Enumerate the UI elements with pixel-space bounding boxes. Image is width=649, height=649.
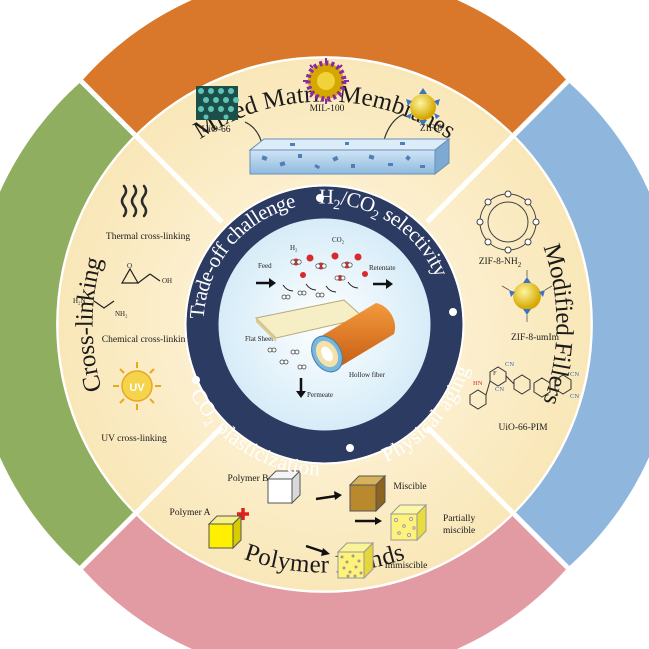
- segment-right-band: [514, 81, 649, 568]
- segment-top-band: [81, 0, 568, 135]
- label-uio66: UiO-66: [201, 125, 230, 135]
- svg-text:CN: CN: [495, 386, 504, 393]
- label-retentate: Retentate: [369, 264, 395, 272]
- center-schematic: Feed H₂ CO₂ Retentate Flat Sheet Hollow …: [218, 218, 431, 431]
- immiscible-cube-icon: [336, 541, 375, 580]
- label-zif8-umim: ZIF-8-umIm: [511, 333, 560, 343]
- label-immiscible: Immiscible: [385, 561, 428, 571]
- blend-arrows: [305, 491, 382, 556]
- label-chemical-crosslinking: Chemical cross-linking: [102, 335, 191, 345]
- svg-text:F: F: [493, 370, 497, 377]
- svg-text:CN: CN: [570, 393, 579, 400]
- polymer-b-cube-icon: [266, 469, 302, 505]
- epoxide-o-label: O: [127, 262, 132, 270]
- label-zif8: ZIF-8: [420, 124, 442, 134]
- label-zif8-nh2: ZIF-8-NH2: [479, 257, 522, 269]
- label-flat-sheet: Flat Sheet: [245, 335, 273, 343]
- polymer-blends-panel: Polymer B Polymer A Miscible: [170, 469, 475, 580]
- diamine-h2n-label: H₂N: [73, 297, 86, 305]
- quadrant-dividers: [134, 134, 515, 515]
- hollow-fiber-icon: [311, 303, 396, 373]
- arrow-zif8-to-membrane: [383, 113, 405, 141]
- label-thermal-crosslinking: Thermal cross-linking: [106, 232, 190, 242]
- uio66-crystal-icon: [196, 86, 239, 120]
- label-co2: CO₂: [332, 236, 345, 244]
- epoxide-molecule-icon: [120, 267, 161, 284]
- label-polymer-a: Polymer A: [170, 508, 211, 518]
- label-partially: Partially: [443, 514, 475, 524]
- thermal-waves-icon: [120, 184, 148, 218]
- diamine-molecule-icon: [93, 300, 115, 309]
- label-permeate: Permeate: [307, 391, 333, 399]
- polymer-a-cube-icon: [207, 514, 243, 550]
- miscible-cube-icon: [348, 474, 387, 513]
- flow-arrows: [256, 278, 393, 398]
- zif8-nh2-framework-icon: [476, 190, 540, 254]
- pim-annotations: CN CN F HN CN CN: [473, 361, 579, 400]
- plus-icon: [237, 508, 249, 520]
- uv-badge-label: UV: [129, 382, 145, 394]
- zif8-umim-particle-icon: [501, 270, 553, 322]
- modified-fillers-panel: ZIF-8-NH2 ZIF-8-umIm CN CN: [469, 190, 579, 433]
- mixed-matrix-panel: UiO-66 MIL-100 ZIF-8: [196, 58, 451, 176]
- label-miscible: Miscible: [393, 482, 426, 492]
- mil100-sphere-icon: [303, 58, 349, 104]
- cross-linking-panel: Thermal cross-linking O OH H₂N NH₂ Chemi…: [73, 184, 191, 444]
- ring-separator-dots: [192, 194, 457, 452]
- label-polymer-b: Polymer B: [228, 474, 269, 484]
- uio66-pim-molecule-icon: [469, 366, 572, 410]
- segment-bottom-band: [81, 514, 568, 649]
- label-h2: H₂: [290, 244, 298, 252]
- uv-sun-icon: UV: [113, 362, 161, 410]
- membrane-slab-icon: [248, 137, 451, 176]
- svg-text:HN: HN: [473, 380, 483, 387]
- label-uv-crosslinking: UV cross-linking: [101, 434, 167, 444]
- label-hollow-fiber: Hollow fiber: [349, 371, 386, 379]
- label-uio66-pim: UiO-66-PIM: [498, 423, 548, 433]
- segment-left-band: [0, 81, 135, 568]
- diamine-nh2-label: NH₂: [115, 310, 128, 318]
- label-feed: Feed: [258, 262, 272, 270]
- label-partially-miscible: miscible: [443, 526, 475, 536]
- partially-miscible-cube-icon: [389, 503, 428, 542]
- zif8-sphere-icon: [406, 88, 440, 126]
- epoxide-oh-label: OH: [162, 277, 172, 285]
- svg-text:CN: CN: [505, 361, 514, 368]
- svg-text:CN: CN: [570, 371, 579, 378]
- label-mil100: MIL-100: [310, 104, 345, 114]
- gas-molecules: [267, 252, 368, 370]
